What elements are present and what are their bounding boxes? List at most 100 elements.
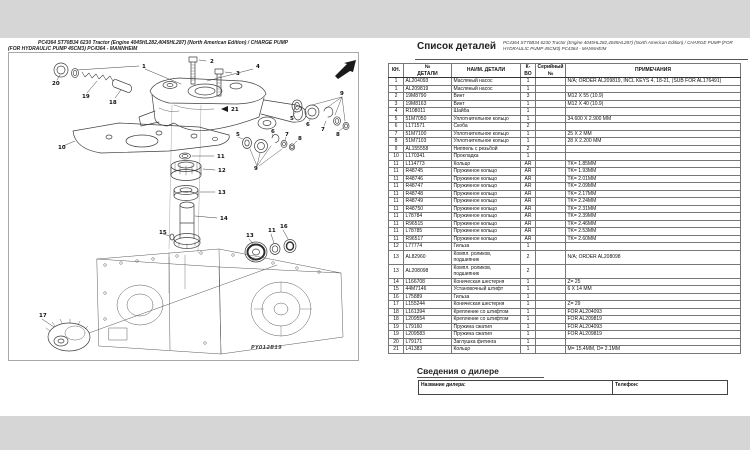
cell-name: Крепление со штифтом xyxy=(451,315,521,324)
cell-key: 1 xyxy=(388,84,404,93)
cell-notes: TK= 2.39MM xyxy=(565,212,741,221)
cell-serial xyxy=(535,204,566,213)
cell-serial xyxy=(535,277,566,286)
cell-qty: 1 xyxy=(520,84,536,93)
diagram-caption-line1: PC4364 ST70B34 6230 Tractor (Engine 4045… xyxy=(38,40,289,46)
callout-13: 13 xyxy=(246,233,254,239)
cell-qty: 2 xyxy=(520,263,536,279)
cell-notes xyxy=(565,242,741,251)
cell-qty: 1 xyxy=(520,285,536,294)
column-header-part: № ДЕТАЛИ xyxy=(403,63,452,78)
cell-notes: Z= 29 xyxy=(565,300,741,309)
cell-qty: 1 xyxy=(520,277,536,286)
cell-notes: FOR AL209819 xyxy=(565,315,741,324)
cell-key: 11 xyxy=(388,174,404,183)
cell-notes: TK= 1.85MM xyxy=(565,159,741,168)
cell-name: Гильза xyxy=(451,242,521,251)
cell-name: Пружинное кольцо xyxy=(451,167,521,176)
cell-key: 13 xyxy=(388,249,404,265)
cell-key: 11 xyxy=(388,234,404,243)
callout-5: 5 xyxy=(290,116,294,122)
cell-key: 11 xyxy=(388,182,404,191)
cell-key: 14 xyxy=(388,277,404,286)
cell-key: 2 xyxy=(388,92,404,101)
cell-notes: 28 X 2.200 MM xyxy=(565,137,741,146)
diagram-line-art xyxy=(41,56,356,355)
cell-serial xyxy=(535,315,566,324)
cell-qty: 1 xyxy=(520,137,536,146)
cell-name: Заглушка фитинга xyxy=(451,337,521,346)
cell-key: 15 xyxy=(388,285,404,294)
cell-part-number: L209583 xyxy=(403,330,452,339)
cell-qty: 1 xyxy=(520,300,536,309)
parts-table: КН. № ДЕТАЛИ НАИМ. ДЕТАЛИ К- ВО Серийный… xyxy=(388,63,741,354)
cell-qty: AR xyxy=(520,189,536,198)
cell-part-number: L77774 xyxy=(403,242,452,251)
column-header-notes: ПРИМЕЧАНИЯ xyxy=(565,63,741,78)
cell-name: Компл. роликов, подшипник xyxy=(451,263,521,279)
callout-7: 7 xyxy=(285,132,289,138)
callout-14: 14 xyxy=(220,216,228,222)
cell-notes xyxy=(565,152,741,161)
cell-serial xyxy=(535,137,566,146)
cell-serial xyxy=(535,122,566,131)
cell-part-number: AL204093 xyxy=(403,77,452,86)
cell-key: 1 xyxy=(388,77,404,86)
cell-qty: 3 xyxy=(520,92,536,101)
cell-part-number: L79171 xyxy=(403,337,452,346)
cell-notes: M12 X 40 (10.9) xyxy=(565,99,741,108)
callout-5: 5 xyxy=(236,132,240,138)
callout-15: 15 xyxy=(159,230,167,236)
callout-18: 18 xyxy=(109,100,117,106)
figure-code: PY012B19 xyxy=(251,345,282,351)
direction-arrow-icon xyxy=(335,60,356,79)
cell-qty: 1 xyxy=(520,107,536,116)
cell-key: 20 xyxy=(388,337,404,346)
cell-name: Компл. роликов, подшипник xyxy=(451,249,521,265)
cell-name: Коническая шестерня xyxy=(451,277,521,286)
cell-serial xyxy=(535,345,566,354)
cell-name: Ниппель с резьбой xyxy=(451,144,521,153)
cell-part-number: AL155558 xyxy=(403,144,452,153)
cell-serial xyxy=(535,322,566,331)
cell-name: Уплотнительное кольцо xyxy=(451,114,521,123)
column-header-key: КН. xyxy=(388,63,404,78)
cell-key: 11 xyxy=(388,189,404,198)
cell-part-number: R96515 xyxy=(403,219,452,228)
cell-notes: TK= 1.93MM xyxy=(565,167,741,176)
diagram-caption: PC4364 ST70B34 6230 Tractor (Engine 4045… xyxy=(8,40,348,52)
cell-key: 19 xyxy=(388,330,404,339)
cell-notes: M= 15.4MM, D= 2.1MM xyxy=(565,345,741,354)
cell-notes: FOR AL204093 xyxy=(565,322,741,331)
cell-part-number: R48745 xyxy=(403,167,452,176)
cell-notes xyxy=(565,263,741,279)
cell-serial xyxy=(535,129,566,138)
cell-key: 12 xyxy=(388,242,404,251)
cell-notes: 34.600 X 2.900 MM xyxy=(565,114,741,123)
cell-notes xyxy=(565,292,741,301)
cell-part-number: L161394 xyxy=(403,307,452,316)
cell-name: Пружина сжатия xyxy=(451,322,521,331)
callout-9: 9 xyxy=(340,91,344,97)
callout-6: 6 xyxy=(271,129,275,135)
callout-12: 12 xyxy=(218,168,226,174)
cell-key: 6 xyxy=(388,122,404,131)
cell-notes: FOR AL204093 xyxy=(565,307,741,316)
column-header-qty: К- ВО xyxy=(520,63,536,78)
cell-qty: AR xyxy=(520,197,536,206)
cell-name: Крепление со штифтом xyxy=(451,307,521,316)
cell-notes xyxy=(565,122,741,131)
cell-key: 21 xyxy=(388,345,404,354)
cell-key: 19 xyxy=(388,322,404,331)
cell-key: 17 xyxy=(388,300,404,309)
